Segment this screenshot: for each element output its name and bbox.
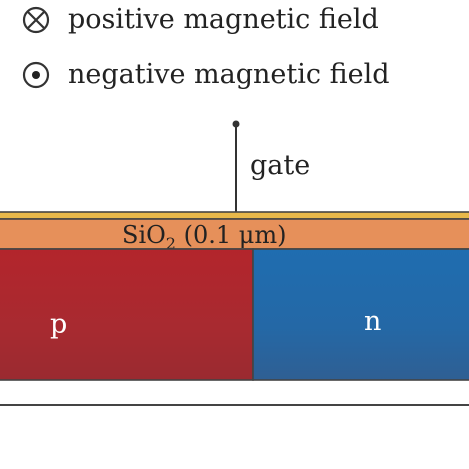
oxide-layer bbox=[0, 218, 469, 250]
legend-negative: negative magnetic field bbox=[22, 59, 390, 90]
circle-dot-icon bbox=[22, 61, 50, 89]
metal-gate-layer bbox=[0, 211, 469, 220]
circle-cross-icon bbox=[22, 6, 50, 34]
oxide-label-main: SiO bbox=[122, 221, 166, 249]
gate-label: gate bbox=[250, 150, 310, 181]
legend-positive-label: positive magnetic field bbox=[68, 4, 379, 35]
oxide-label: SiO2 (0.1 μm) bbox=[122, 221, 287, 253]
gate-contact: gate bbox=[232, 120, 310, 213]
n-region-label: n bbox=[364, 306, 381, 337]
legend-negative-label: negative magnetic field bbox=[68, 59, 390, 90]
n-region bbox=[252, 248, 469, 381]
oxide-label-rest: (0.1 μm) bbox=[176, 221, 287, 249]
legend-positive: positive magnetic field bbox=[22, 4, 379, 35]
oxide-label-subscript: 2 bbox=[166, 234, 176, 253]
p-region bbox=[0, 248, 254, 381]
p-region-label: p bbox=[50, 309, 67, 340]
